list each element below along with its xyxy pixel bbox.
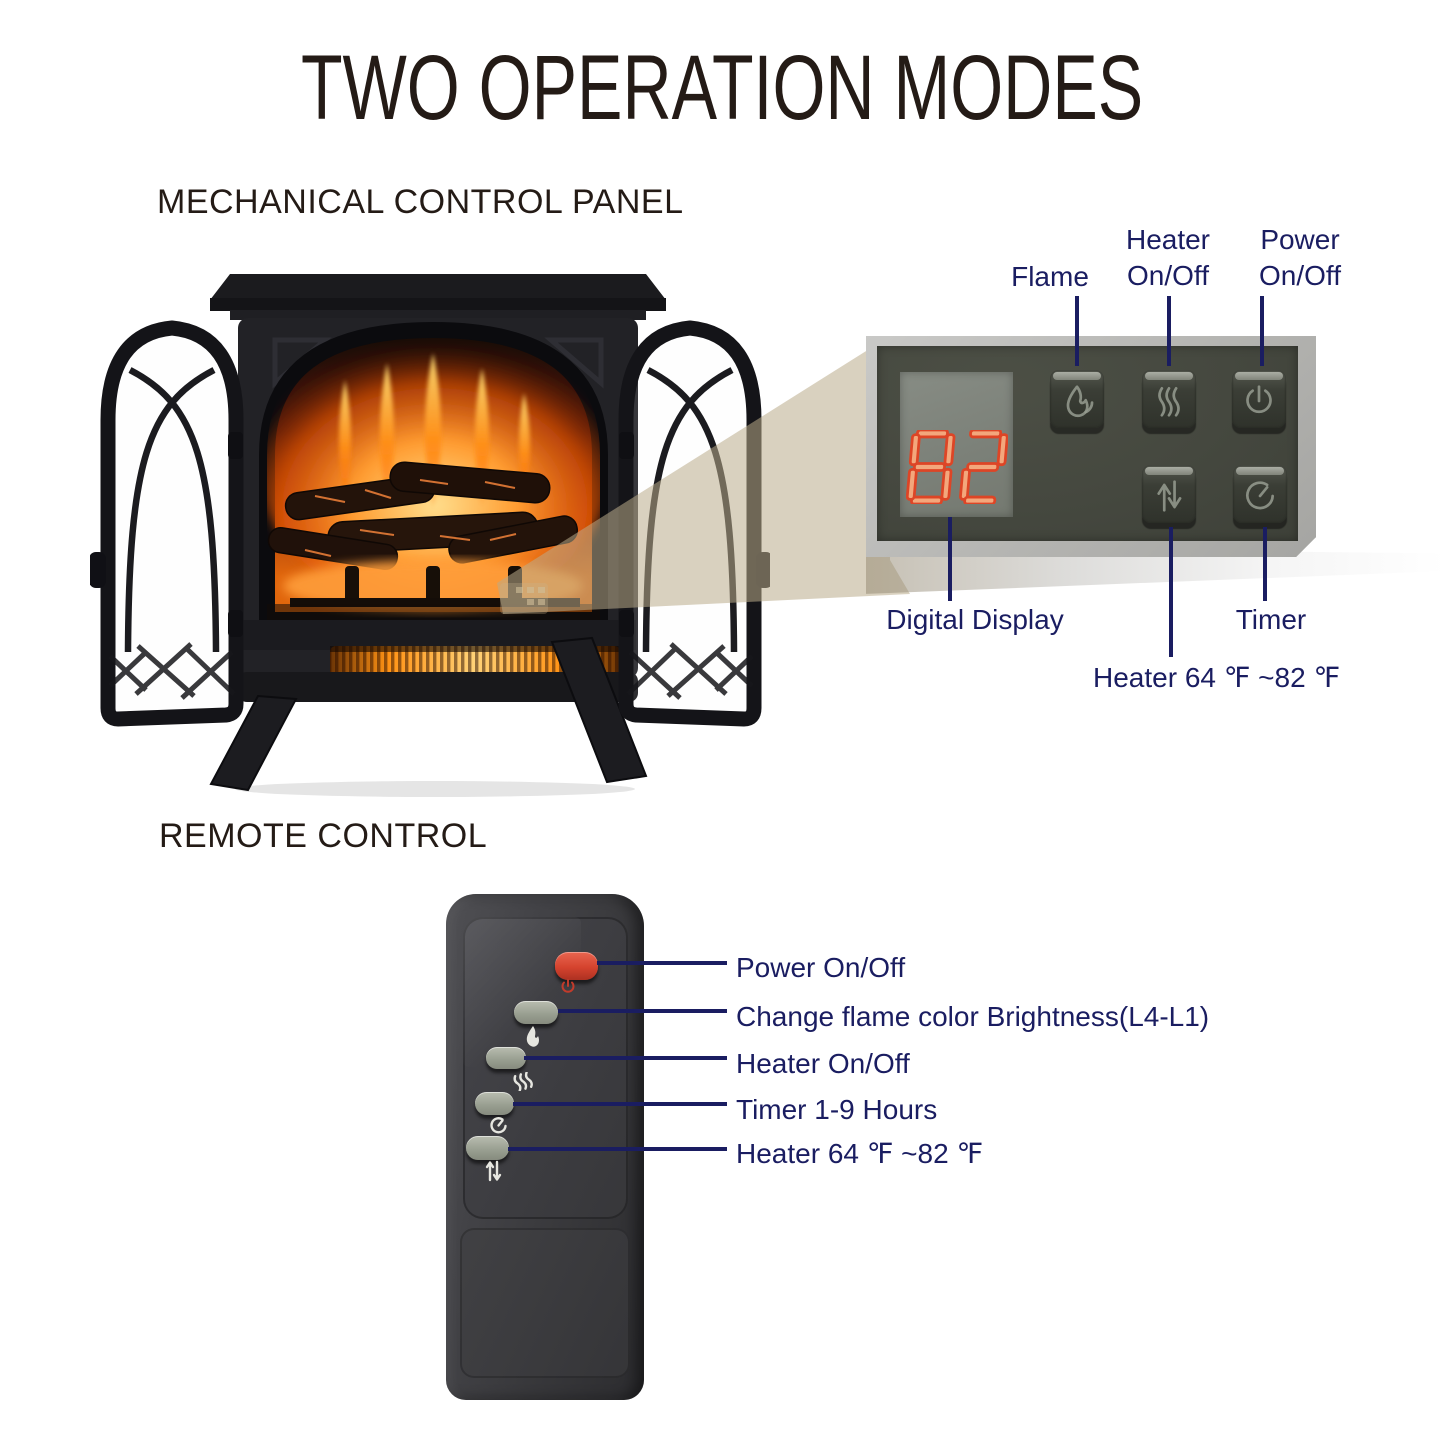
panel-temp-button (1142, 465, 1196, 523)
panel-flame-button (1050, 370, 1104, 428)
remote-power-icon (561, 979, 575, 993)
heater-callout-line (1167, 296, 1171, 366)
page-title: TWO OPERATION MODES (301, 37, 1144, 139)
remote-power-label: Power On/Off (736, 952, 906, 983)
remote-temp-button (466, 1136, 509, 1160)
power-icon (1246, 385, 1272, 414)
panel-heater-button (1142, 370, 1196, 428)
remote-up-down-arrows-icon (485, 1160, 502, 1182)
timer-icon (1246, 481, 1275, 510)
remote-timer-button (475, 1092, 514, 1115)
control-panel-face (877, 346, 1298, 541)
stove-base (238, 672, 638, 702)
remote-timer-label: Timer 1-9 Hours (736, 1094, 938, 1125)
temp-callout-line (1169, 527, 1173, 657)
floor-shadow (235, 781, 635, 797)
power-callout-line (1260, 296, 1264, 366)
digital-display-value (906, 430, 1008, 504)
panel-power-button (1232, 370, 1286, 428)
timer-callout-line (1263, 527, 1267, 601)
remote-power-button (555, 952, 598, 980)
remote-timer-icon (490, 1117, 507, 1134)
stove-top-plate (210, 274, 666, 320)
right-door (619, 328, 770, 719)
flame-callout-line (1075, 296, 1079, 366)
remote-section-heading: REMOTE CONTROL (159, 817, 488, 855)
heater-range-label: Heater 64 ℉ ~82 ℉ (1093, 662, 1341, 693)
flame-icon (1066, 385, 1094, 418)
up-down-arrows-icon (1157, 480, 1182, 512)
fireplace-stove-photo (90, 274, 770, 797)
remote-flame-icon (526, 1026, 539, 1047)
panel-timer-button (1233, 465, 1287, 523)
remote-heater-button (486, 1047, 526, 1069)
digital-display (900, 372, 1013, 517)
remote-temp-callout-line (508, 1147, 727, 1151)
remote-temp-label: Heater 64 ℉ ~82 ℉ (736, 1138, 984, 1169)
timer-label: Timer (1235, 604, 1307, 635)
digital-display-label: Digital Display (886, 604, 1064, 635)
glass-bottom-strip (267, 604, 600, 620)
remote-lower-panel (460, 1228, 630, 1378)
display-callout-line (948, 517, 952, 601)
remote-flame-button (514, 1001, 558, 1024)
heater-label: Heater On/Off (1125, 224, 1211, 292)
stove-legs (209, 636, 648, 792)
control-panel-photo (866, 336, 1316, 557)
remote-heat-waves-icon (513, 1072, 533, 1091)
firebox (259, 321, 608, 628)
heat-waves-icon (1158, 387, 1180, 417)
mechanical-section-heading: MECHANICAL CONTROL PANEL (157, 183, 684, 221)
remote-heater-label: Heater On/Off (736, 1048, 910, 1079)
remote-flame-callout-line (558, 1009, 727, 1013)
remote-flame-label: Change flame color Brightness(L4-L1) (736, 1001, 1210, 1032)
remote-timer-callout-line (513, 1102, 727, 1106)
left-door (90, 328, 243, 719)
remote-heater-callout-line (524, 1056, 727, 1060)
stove-mini-control (500, 583, 548, 614)
power-label: Power On/Off (1259, 224, 1341, 292)
flame-label: Flame (1011, 261, 1089, 292)
remote-power-callout-line (597, 961, 727, 965)
